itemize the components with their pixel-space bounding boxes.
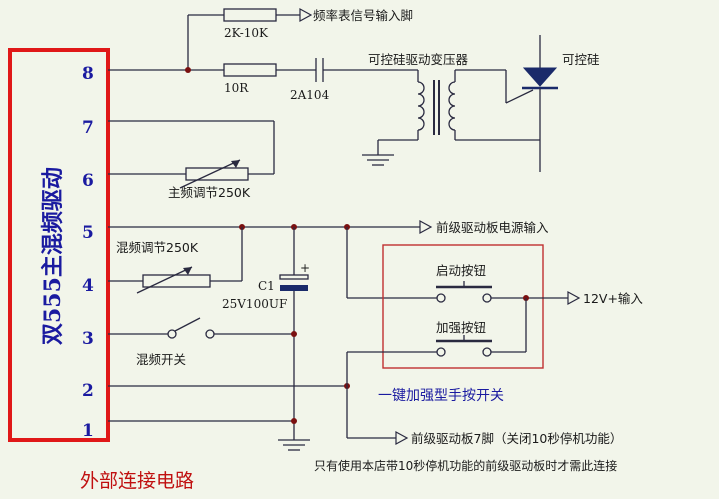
scr-thyristor: 可控硅 [522,35,600,172]
pin-6: 6 [82,171,94,191]
pin-8: 8 [82,64,94,84]
pin8-network: 频率表信号输入脚 2K-10K 10R 2A104 [108,7,418,102]
pin-2: 2 [82,381,94,401]
label-cap-2a104: 2A104 [290,88,330,102]
svg-text:+: + [300,261,310,275]
label-r-top: 2K-10K [224,26,269,40]
main-freq-network: 主频调节250K [108,120,275,200]
chip-title: 双555主混频驱动 [40,167,66,345]
label-transformer: 可控硅驱动变压器 [368,52,469,67]
label-scr: 可控硅 [562,52,600,67]
label-c1-name: C1 [258,279,275,293]
label-front-pin7: 前级驱动板7脚（关闭10秒停机功能） [411,431,622,446]
push-button-box: 启动按钮 12V+输入 加强按钮 [347,244,643,369]
resistor-10r [223,63,277,77]
label-freq-meter: 频率表信号输入脚 [313,8,413,23]
label-main-pot: 主频调节250K [168,185,251,200]
pin-3: 3 [82,329,94,349]
chip-outline [8,48,110,442]
pin-1: 1 [82,421,94,441]
label-only-use-note: 只有使用本店带10秒停机功能的前级驱动板时才需此连接 [314,458,617,473]
pin-7: 7 [82,118,94,138]
mix-freq-network: 混频调节250K [108,240,211,294]
pin1-wire [108,418,297,424]
label-front-power: 前级驱动板电源输入 [436,220,549,235]
label-one-key: 一键加强型手按开关 [378,388,504,404]
label-c1-value: 25V100UF [222,297,287,311]
label-mix-switch: 混频开关 [136,352,186,367]
pin5-rail: 前级驱动板电源输入 [108,219,549,299]
pin2-wire: 前级驱动板7脚（关闭10秒停机功能） [108,352,622,446]
c1-capacitor: + C1 25V100UF [222,227,310,451]
label-r-10r: 10R [224,81,249,95]
main-freq-pot [185,167,249,181]
mix-switch: 混频开关 [108,317,297,367]
pin-5: 5 [82,223,94,243]
label-external-circuit: 外部连接电路 [80,470,194,492]
pin-4: 4 [82,276,94,296]
resistor-2k-10k [223,8,277,22]
label-mix-pot: 混频调节250K [116,240,199,255]
freq-arrow-icon [299,7,313,23]
label-12v-input: 12V+输入 [583,291,643,306]
label-start-button: 启动按钮 [436,263,486,278]
transformer: 可控硅驱动变压器 [362,52,540,166]
label-boost-button: 加强按钮 [436,320,486,335]
